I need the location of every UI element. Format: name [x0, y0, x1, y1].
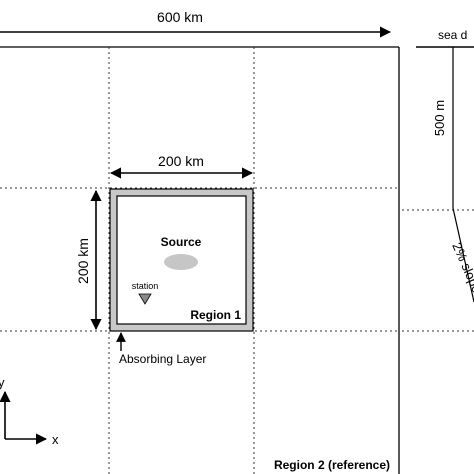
top-dimension-label: 600 km: [157, 9, 203, 25]
x-axis-label: x: [52, 432, 59, 447]
inner-height-dimension-label: 200 km: [75, 238, 91, 284]
region2-label: Region 2 (reference): [274, 458, 390, 472]
y-axis-label: y: [0, 375, 5, 390]
station-label: station: [132, 281, 159, 291]
region1-label: Region 1: [190, 308, 241, 322]
seafloor-profile: [452, 47, 474, 303]
absorbing-label: Absorbing Layer: [119, 352, 206, 366]
source-label: Source: [161, 235, 202, 249]
source-ellipse: [164, 254, 198, 270]
slope-label: 2% slope: [449, 240, 474, 295]
inner-width-dimension-label: 200 km: [158, 153, 204, 169]
depth-label: 500 m: [432, 100, 447, 136]
station-marker: [138, 293, 152, 305]
grid-lines: [0, 47, 474, 474]
sea-label: sea d: [438, 28, 467, 42]
